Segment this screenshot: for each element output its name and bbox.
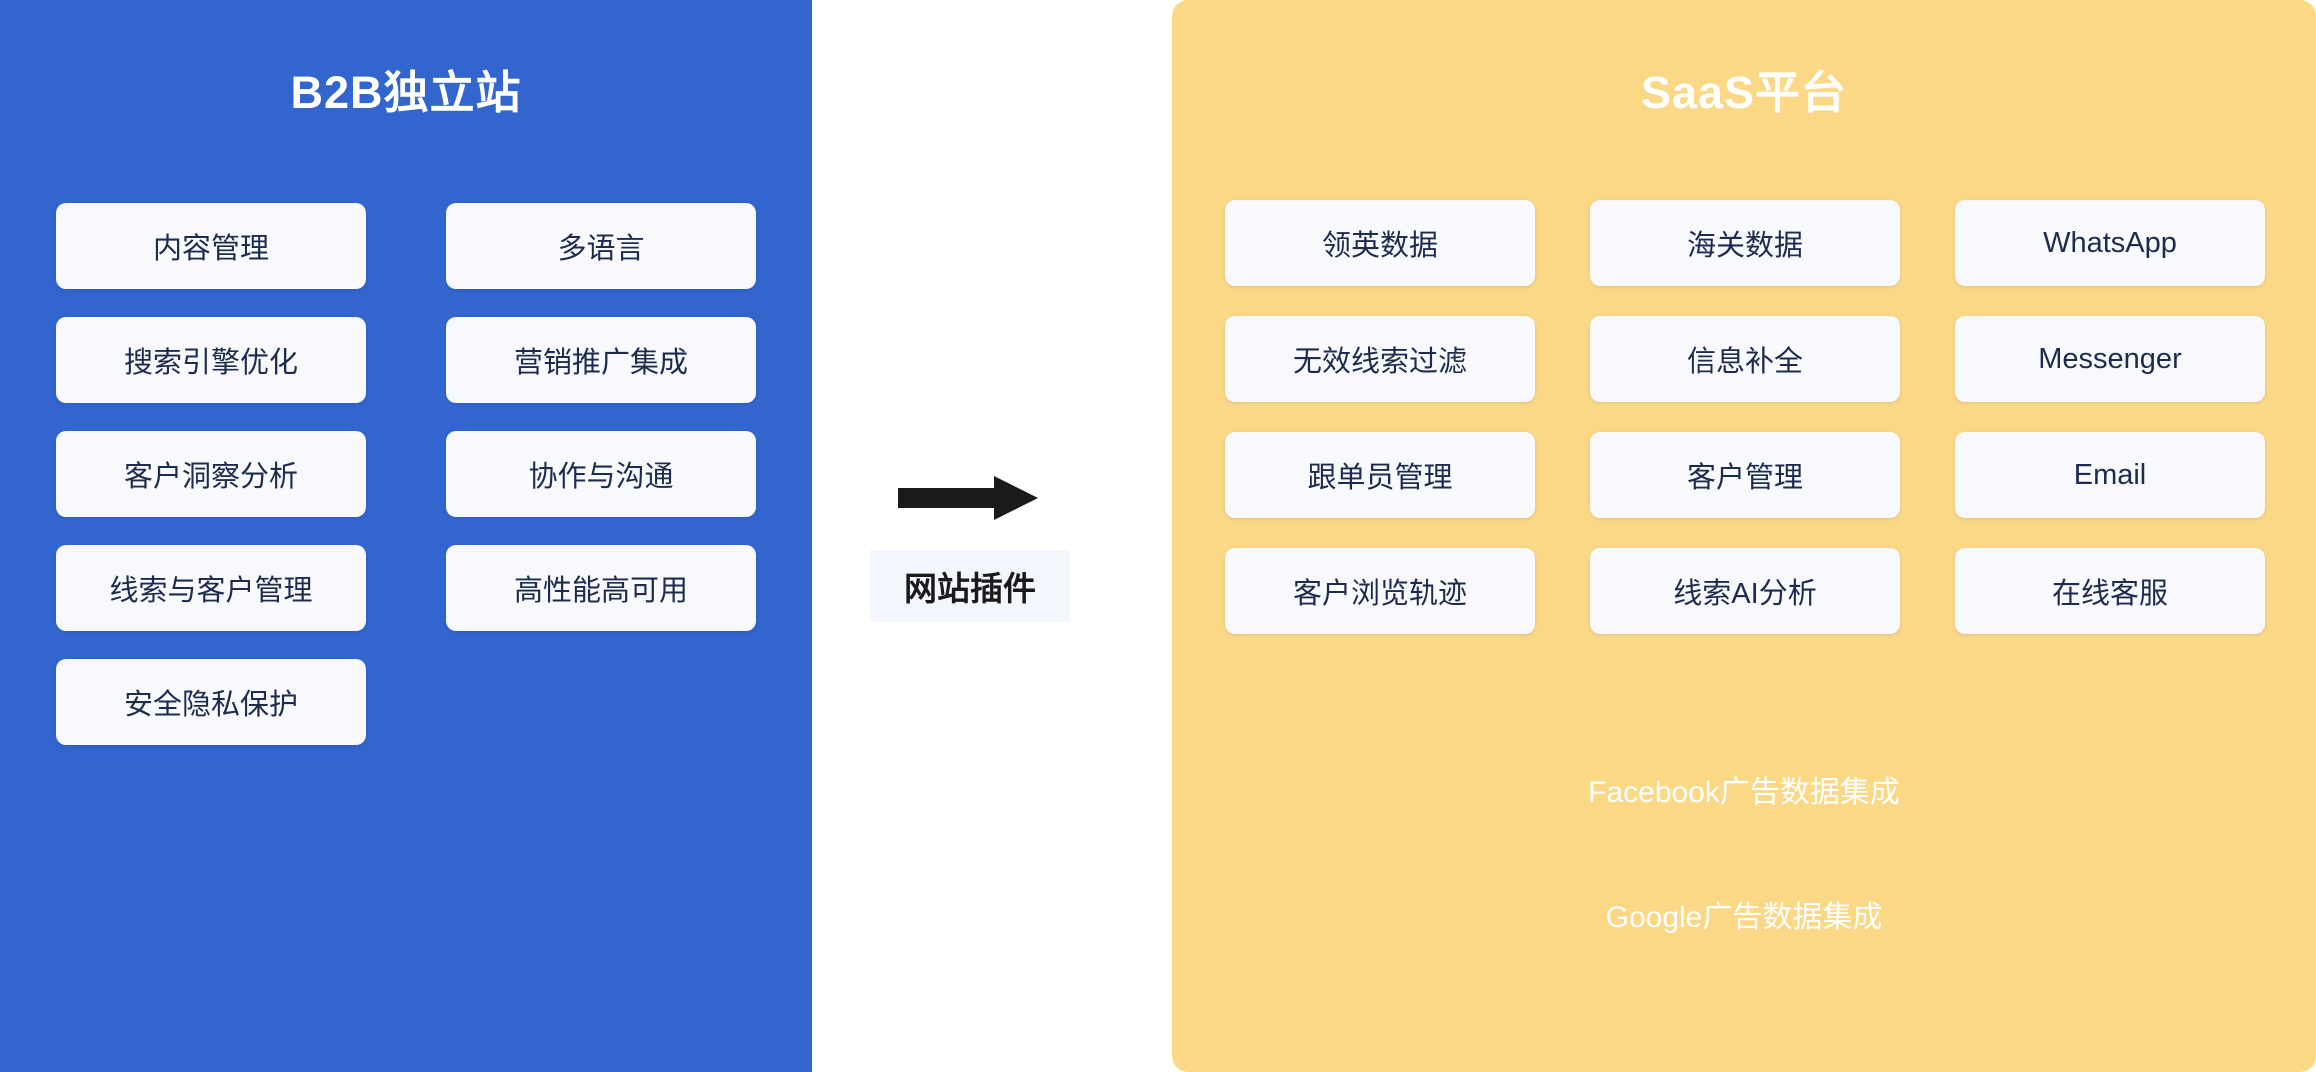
integration-note: Google广告数据集成 xyxy=(1605,901,1883,934)
feature-card[interactable]: Messenger xyxy=(1955,316,2265,402)
feature-card[interactable]: 线索与客户管理 xyxy=(56,545,366,631)
feature-card[interactable]: 高性能高可用 xyxy=(446,545,756,631)
feature-card[interactable]: 线索AI分析 xyxy=(1590,548,1900,634)
b2b-site-panel: B2B独立站 内容管理 多语言 搜索引擎优化 营销推广集成 客户洞察分析 协作与… xyxy=(0,0,812,1072)
feature-card[interactable]: 多语言 xyxy=(446,203,756,289)
feature-card[interactable]: 搜索引擎优化 xyxy=(56,317,366,403)
feature-card[interactable]: 在线客服 xyxy=(1955,548,2265,634)
feature-card[interactable]: 领英数据 xyxy=(1225,200,1535,286)
feature-card[interactable]: 客户洞察分析 xyxy=(56,431,366,517)
feature-card[interactable]: Email xyxy=(1955,432,2265,518)
feature-card[interactable]: 无效线索过滤 xyxy=(1225,316,1535,402)
b2b-site-panel-title: B2B独立站 xyxy=(290,67,522,119)
feature-card[interactable]: WhatsApp xyxy=(1955,200,2265,286)
connector-group: 网站插件 xyxy=(870,460,1120,630)
feature-card[interactable]: 跟单员管理 xyxy=(1225,432,1535,518)
feature-card[interactable]: 协作与沟通 xyxy=(446,431,756,517)
feature-card[interactable]: 信息补全 xyxy=(1590,316,1900,402)
saas-feature-grid: 领英数据 海关数据 WhatsApp 无效线索过滤 信息补全 Messenger… xyxy=(1225,200,2265,634)
integration-note: Facebook广告数据集成 xyxy=(1588,776,1900,809)
feature-card[interactable]: 海关数据 xyxy=(1590,200,1900,286)
b2b-feature-grid: 内容管理 多语言 搜索引擎优化 营销推广集成 客户洞察分析 协作与沟通 线索与客… xyxy=(56,203,756,745)
feature-card[interactable]: 内容管理 xyxy=(56,203,366,289)
arrow-right-icon xyxy=(898,474,1038,522)
saas-platform-panel-title: SaaS平台 xyxy=(1640,67,1848,119)
saas-platform-panel: SaaS平台 领英数据 海关数据 WhatsApp 无效线索过滤 信息补全 Me… xyxy=(1172,0,2316,1072)
feature-card[interactable]: 客户管理 xyxy=(1590,432,1900,518)
connector-label: 网站插件 xyxy=(870,550,1070,622)
feature-card[interactable]: 营销推广集成 xyxy=(446,317,756,403)
saas-integration-notes: Facebook广告数据集成 Google广告数据集成 xyxy=(1172,778,2316,933)
feature-card[interactable]: 客户浏览轨迹 xyxy=(1225,548,1535,634)
feature-card[interactable]: 安全隐私保护 xyxy=(56,659,366,745)
